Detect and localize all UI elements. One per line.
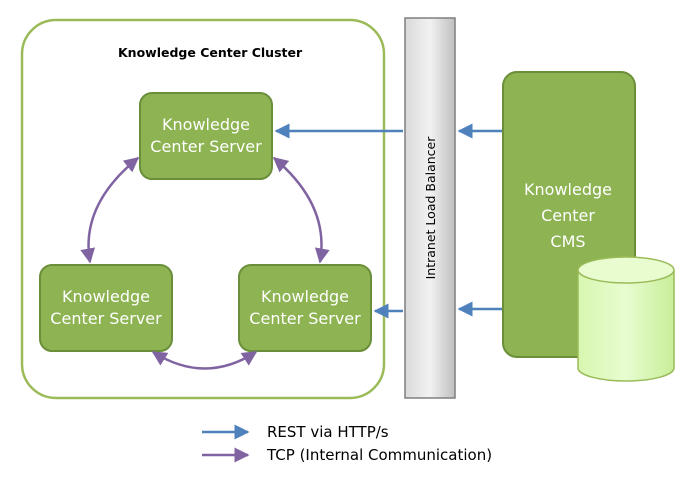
server-bottom-right-label-line2: Center Server [249, 309, 361, 328]
tcp-arrow-top-to-right [272, 157, 330, 264]
tcp-arrow-left-to-right [151, 350, 258, 370]
load-balancer-label: Intranet Load Balancer [423, 136, 438, 280]
server-bottom-left-label-line1: Knowledge [62, 287, 150, 306]
legend-rest-label: REST via HTTP/s [267, 423, 389, 441]
server-top-label-line2: Center Server [150, 137, 262, 156]
server-bottom-left-label-line2: Center Server [50, 309, 162, 328]
server-bottom-left: Knowledge Center Server [39, 264, 173, 352]
cms-label-line1: Knowledge [524, 180, 612, 199]
server-bottom-right: Knowledge Center Server [238, 264, 372, 352]
cms-label-line2: Center [541, 206, 595, 225]
cluster-title: Knowledge Center Cluster [118, 45, 303, 60]
server-top: Knowledge Center Server [139, 92, 273, 180]
server-top-label-line1: Knowledge [162, 115, 250, 134]
database-cylinder [577, 256, 675, 382]
legend: REST via HTTP/s TCP (Internal Communicat… [202, 423, 492, 464]
load-balancer: Intranet Load Balancer [404, 17, 456, 399]
cms-label-line3: CMS [550, 232, 585, 251]
tcp-arrow-top-to-left [80, 157, 140, 264]
server-bottom-right-label-line1: Knowledge [261, 287, 349, 306]
legend-tcp-label: TCP (Internal Communication) [266, 446, 492, 464]
